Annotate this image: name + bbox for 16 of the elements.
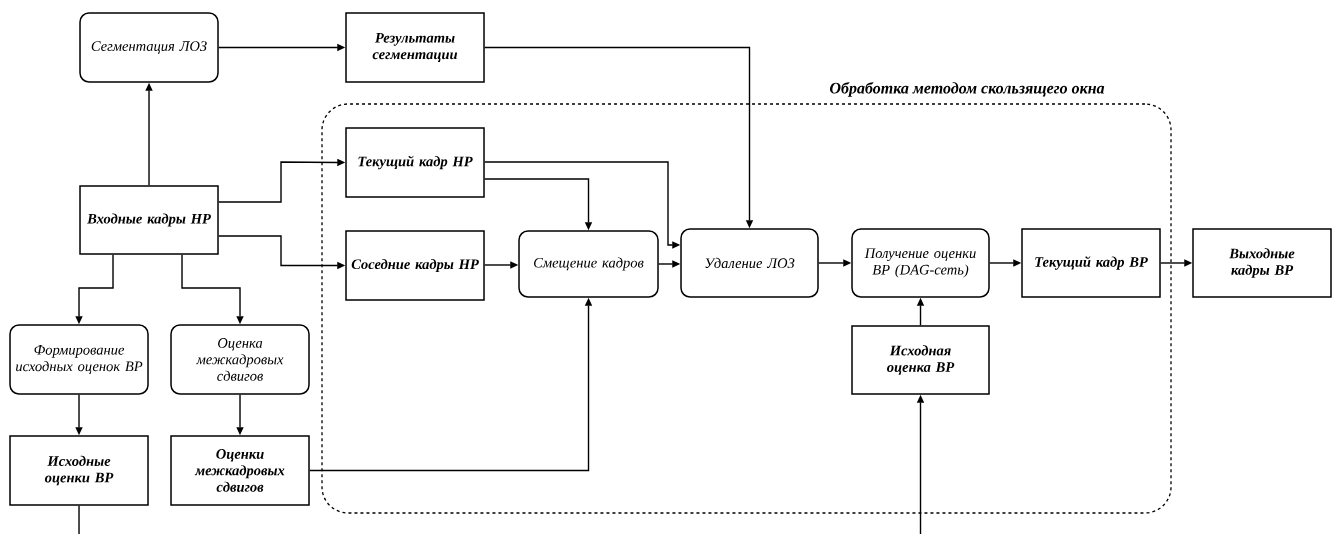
data-box: Исходная оценка ВР [851, 325, 990, 395]
process-box: Формирование исходных оценок ВР [9, 324, 149, 395]
process-box: Смещение кадров [518, 230, 659, 298]
data-box: Выходные кадры ВР [1192, 228, 1332, 298]
data-box: Соседние кадры НР [345, 230, 485, 301]
process-box: Получение оценки ВР (DAG-сеть) [851, 228, 990, 298]
heading: Обработка методом скользящего окна [830, 81, 1105, 97]
data-box: Оценки межкадровых сдвигов [170, 435, 310, 506]
process-box: Удаление ЛОЗ [680, 228, 819, 298]
process-box: Оценка межкадровых сдвигов [170, 324, 310, 395]
process-box: Сегментация ЛОЗ [79, 12, 219, 83]
data-box: Текущий кадр ВР [1021, 228, 1161, 298]
data-box: Результаты сегментации [345, 12, 485, 83]
data-box: Текущий кадр НР [345, 127, 485, 198]
data-box: Исходные оценки ВР [9, 435, 149, 506]
data-box: Входные кадры НР [79, 185, 219, 255]
